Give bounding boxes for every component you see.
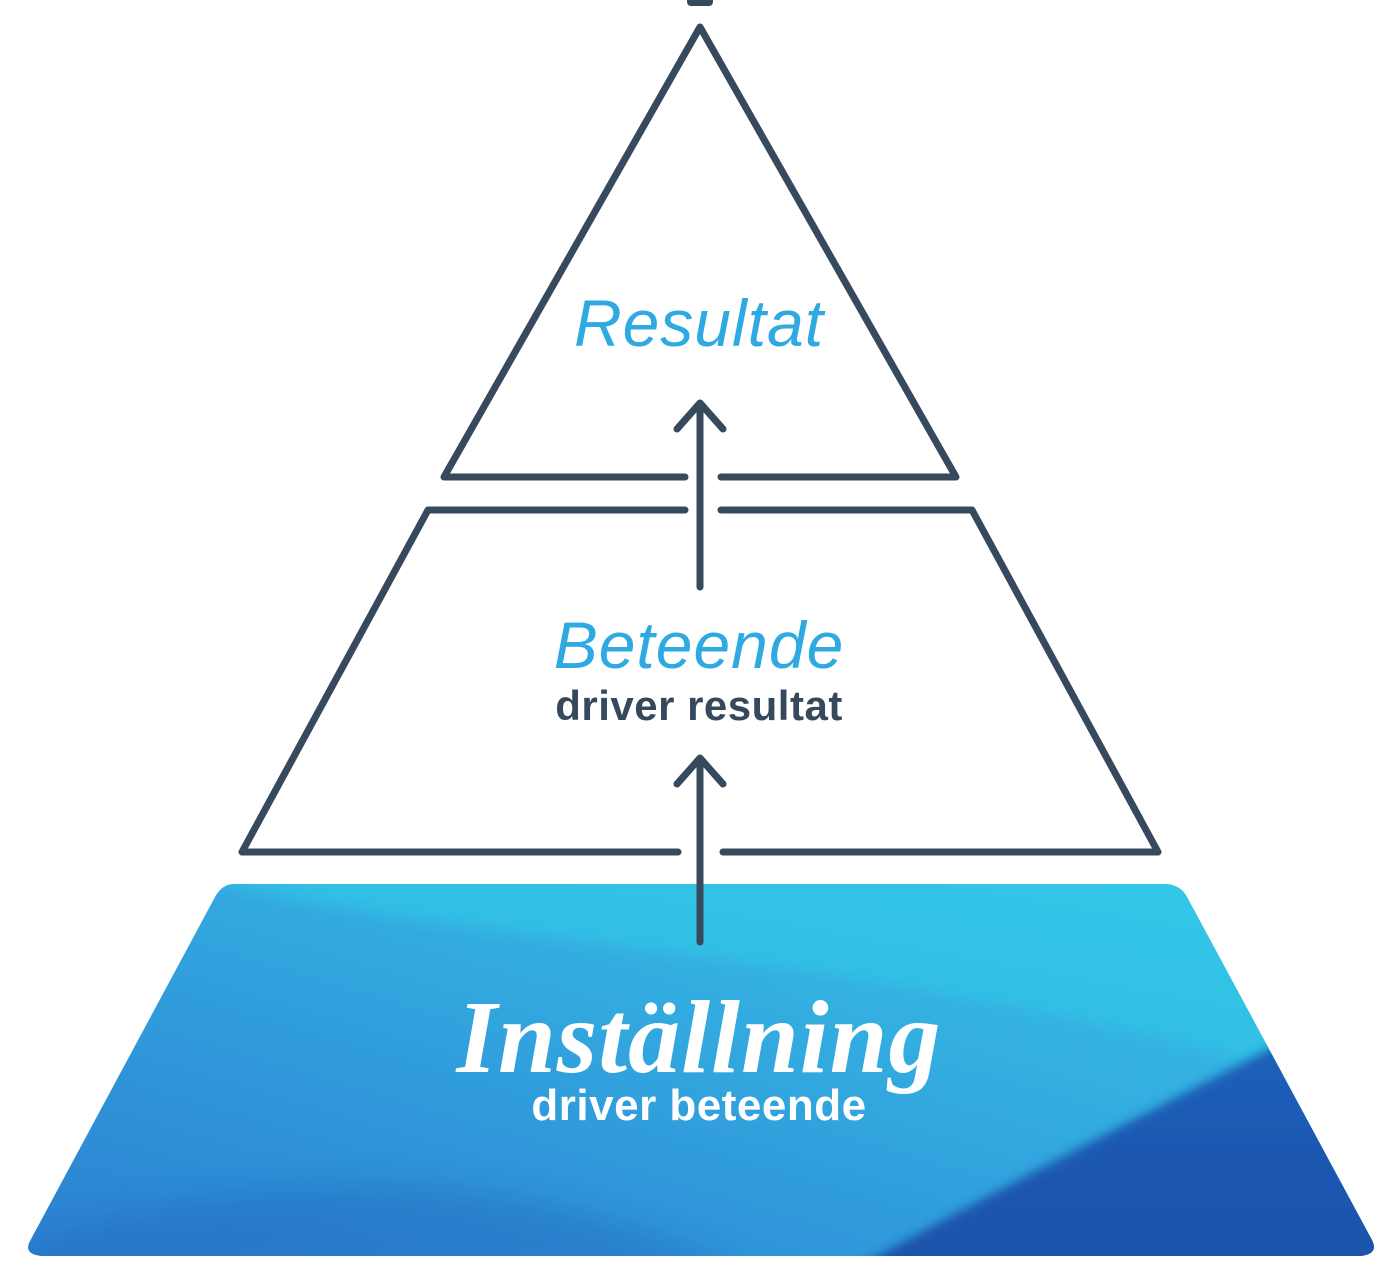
installning-shadow-hill [28,1184,745,1256]
level-installning-shape [28,884,1374,1256]
level-installning-sublabel: driver beteende [531,1081,867,1130]
installning-dark-wave [845,990,1374,1256]
level-resultat-label: Resultat [573,286,825,360]
level-beteende-label: Beteende [553,608,845,682]
cropped-shaft-fragment [687,0,713,6]
level-installning-label: Inställning [456,980,942,1095]
level-resultat-outline [440,23,960,481]
arrow-up-icon [673,754,727,946]
level-beteende-outline-right [717,506,1162,856]
arrow-up-icon [673,399,727,591]
level-beteende-sublabel: driver resultat [555,682,843,729]
level-beteende-outline-left [238,506,689,856]
installning-cyan-band [140,884,1307,1078]
